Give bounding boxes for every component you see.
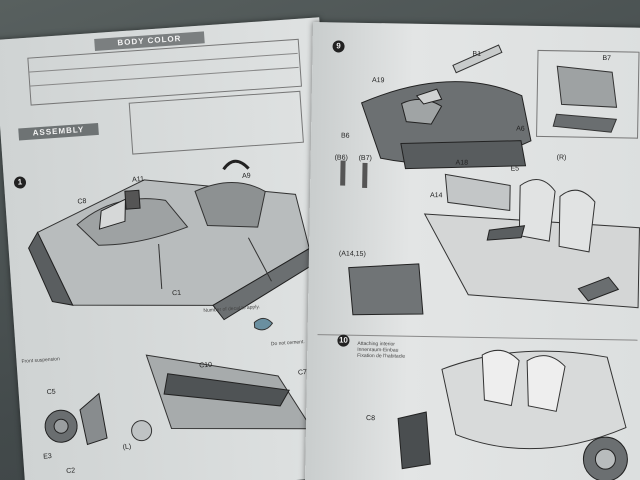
instruction-page-right: 9 10 Attaching interior Innenraum-Einbau…: [304, 22, 640, 480]
part-label-a6: A6: [516, 125, 525, 133]
part-label-c10: C10: [198, 361, 213, 370]
part-label-e3: E3: [42, 452, 52, 461]
part-label-a9: A9: [241, 172, 251, 181]
part-label-b6-paren: (B6): [334, 154, 348, 162]
part-label-c7: C7: [297, 368, 308, 377]
part-label-b7: B7: [602, 55, 612, 63]
part-label-e5: E5: [510, 165, 520, 173]
part-label-a19: A19: [371, 77, 385, 85]
chassis-drawing: [28, 159, 316, 446]
part-label-c8: C8: [77, 197, 87, 206]
part-label-c5: C5: [46, 388, 56, 397]
part-label-a14-15: (A14,15): [338, 250, 366, 258]
part-label-c1: C1: [171, 289, 182, 298]
part-label-b7-paren: (B7): [358, 154, 372, 163]
part-label-a14: A14: [429, 192, 443, 200]
part-label-b1: B1: [472, 50, 482, 58]
part-label-b6: B6: [340, 132, 350, 140]
interior-drawing: [340, 44, 640, 480]
part-label-r: (R): [556, 154, 567, 162]
instruction-page-left: BODY COLOR ASSEMBLY 1 C8 A11: [0, 17, 352, 480]
part-label-c2: C2: [66, 467, 76, 476]
part-label-l: (L): [122, 443, 132, 452]
part-label-c8-right: C8: [366, 414, 376, 423]
part-label-a11: A11: [131, 175, 145, 184]
part-label-a18: A18: [455, 159, 469, 167]
